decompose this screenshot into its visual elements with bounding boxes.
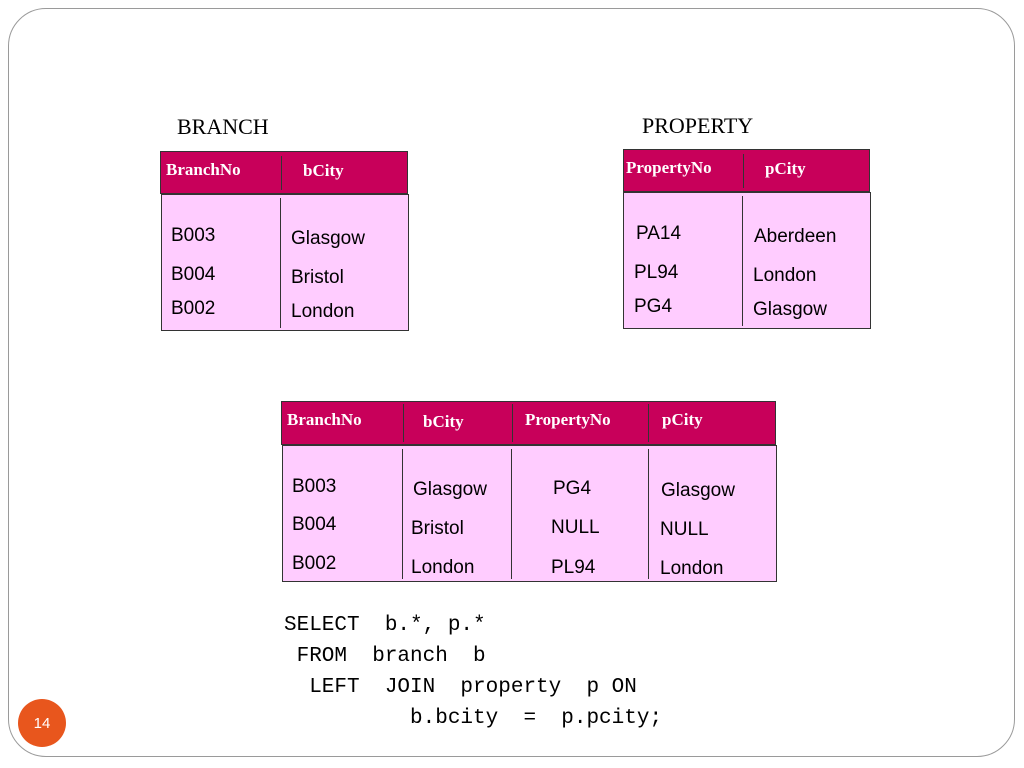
column-header-branchno: BranchNo — [287, 410, 362, 429]
table-cell: B004 — [292, 514, 337, 535]
table-cell: NULL — [551, 517, 600, 538]
table-cell: Aberdeen — [754, 226, 837, 247]
sql-line: b.bcity = p.pcity; — [284, 707, 663, 730]
table-cell: Bristol — [411, 518, 464, 539]
column-header-bcity: bCity — [303, 161, 344, 180]
sql-line: SELECT b.*, p.* — [284, 614, 486, 637]
header-divider — [743, 154, 744, 188]
column-header-bcity: bCity — [423, 412, 464, 431]
table-cell: B003 — [292, 476, 337, 497]
column-divider — [511, 449, 512, 579]
table-cell: London — [753, 265, 817, 286]
table-cell: PG4 — [634, 296, 673, 317]
header-divider — [403, 404, 404, 442]
table-cell: London — [411, 557, 475, 578]
table-cell: Glasgow — [413, 479, 487, 500]
column-header-propertyno: PropertyNo — [626, 158, 712, 177]
table-cell: Glasgow — [291, 228, 365, 249]
column-header-propertyno: PropertyNo — [525, 410, 611, 429]
column-divider — [648, 449, 649, 579]
result-table-body — [282, 445, 777, 582]
column-header-pcity: pCity — [662, 410, 703, 429]
table-cell: Glasgow — [661, 480, 735, 501]
table-cell: PL94 — [634, 262, 679, 283]
table-cell: Glasgow — [753, 299, 827, 320]
sql-query: SELECT b.*, p.* FROM branch b LEFT JOIN … — [284, 610, 662, 734]
table-cell: B004 — [171, 264, 216, 285]
sql-line: LEFT JOIN property p ON — [284, 676, 637, 699]
table-cell: London — [660, 558, 724, 579]
header-divider — [512, 404, 513, 442]
property-table-header: PropertyNo pCity — [623, 149, 870, 192]
table-cell: Bristol — [291, 267, 344, 288]
table-cell: NULL — [660, 519, 709, 540]
column-divider — [280, 198, 281, 328]
result-table-header: BranchNo bCity PropertyNo pCity — [281, 401, 776, 445]
page-number-badge: 14 — [18, 699, 66, 747]
table-cell: B003 — [171, 225, 216, 246]
header-divider — [648, 404, 649, 442]
column-header-pcity: pCity — [765, 159, 806, 178]
branch-table-title: BRANCH — [177, 114, 269, 139]
column-header-branchno: BranchNo — [166, 160, 241, 179]
table-cell: PG4 — [553, 478, 592, 499]
column-divider — [742, 196, 743, 326]
column-divider — [402, 449, 403, 579]
header-divider — [281, 156, 282, 190]
sql-line: FROM branch b — [284, 645, 486, 668]
page-number: 14 — [33, 714, 51, 732]
table-cell: London — [291, 301, 355, 322]
branch-table-header: BranchNo bCity — [160, 151, 408, 194]
table-cell: B002 — [171, 298, 216, 319]
table-cell: PL94 — [551, 557, 596, 578]
table-cell: PA14 — [636, 223, 682, 244]
slide-frame — [8, 8, 1015, 757]
table-cell: B002 — [292, 553, 337, 574]
branch-table-body — [161, 194, 409, 331]
property-table-title: PROPERTY — [642, 113, 754, 138]
property-table-body — [623, 192, 871, 329]
